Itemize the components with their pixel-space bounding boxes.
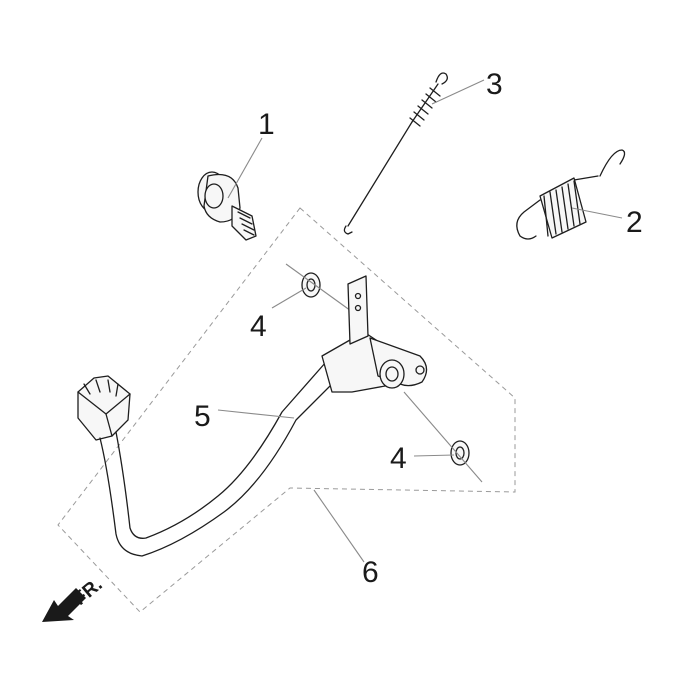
part-2-return-spring [516, 149, 626, 240]
leader-4b [413, 454, 455, 457]
leader-4a [271, 287, 307, 309]
alignment-line-upper [285, 263, 359, 317]
part-1-pivot-bolt [197, 171, 257, 241]
part-4-washer-lower [450, 440, 470, 466]
leader-1 [227, 137, 263, 199]
front-direction-indicator: FR. [42, 574, 107, 622]
part-5-brake-pedal [77, 275, 428, 557]
alignment-line-lower [403, 391, 483, 483]
part-3-rod-spring [343, 72, 448, 235]
leader-6 [313, 489, 365, 563]
leader-5 [217, 409, 295, 419]
callout-4-upper: 4 [250, 310, 267, 343]
callout-3: 3 [486, 68, 503, 101]
part-4-washer-upper [301, 272, 321, 298]
callout-4-lower: 4 [390, 442, 407, 475]
front-arrow-icon [42, 588, 86, 622]
leader-3 [431, 79, 485, 105]
callout-1: 1 [258, 108, 275, 141]
callout-5: 5 [194, 400, 211, 433]
callout-6: 6 [362, 556, 379, 589]
assembly-boundary [57, 207, 516, 613]
callout-2: 2 [626, 206, 643, 239]
leader-2 [571, 207, 623, 219]
